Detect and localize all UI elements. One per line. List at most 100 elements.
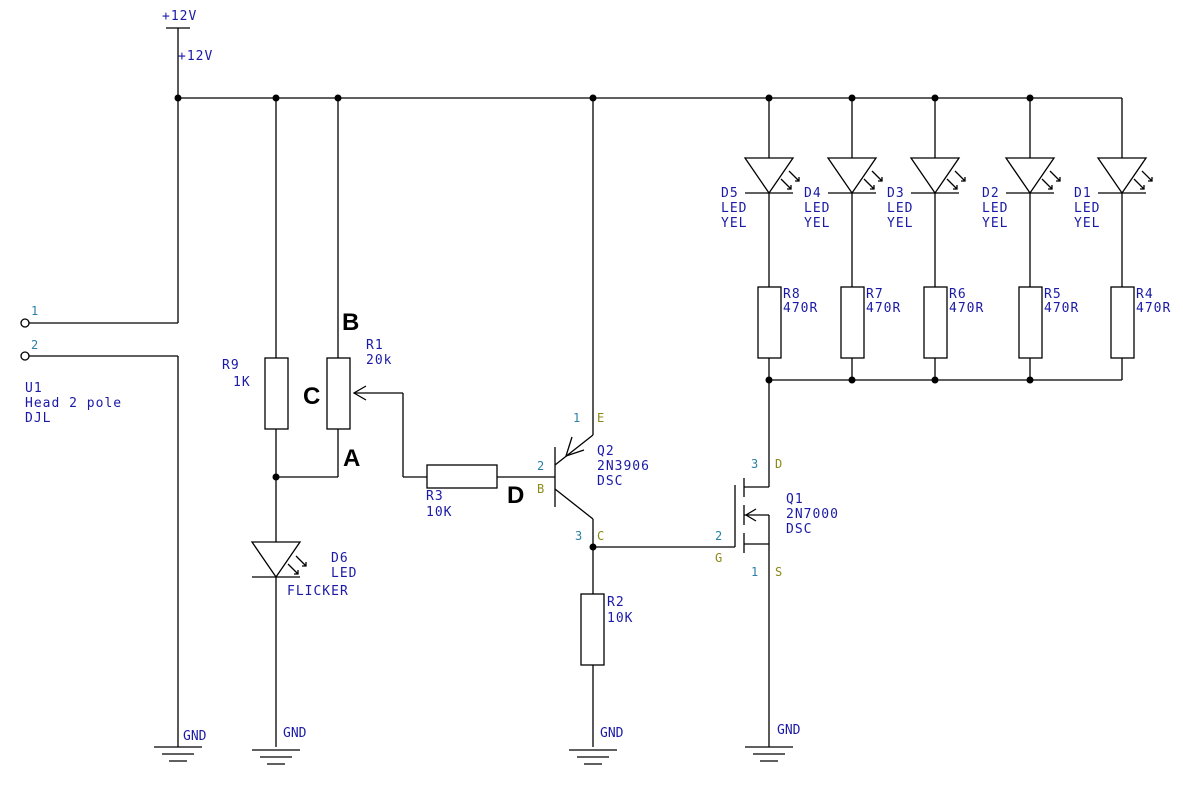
led-ref: D3	[887, 186, 905, 201]
resistor-ref: R5	[1044, 287, 1062, 302]
led-color: YEL	[804, 216, 830, 231]
resistor-value: 470R	[1136, 301, 1171, 316]
led-ref: D5	[721, 186, 739, 201]
led-color: YEL	[721, 216, 747, 231]
led-type: LED	[1074, 201, 1100, 216]
r1-ref: R1	[366, 338, 384, 353]
r2-value: 10K	[607, 611, 633, 626]
led-type: LED	[887, 201, 913, 216]
q1-pin-s: 1	[751, 565, 758, 579]
marker-a: A	[343, 445, 360, 472]
led-symbol-d5	[743, 157, 795, 195]
d6-value: FLICKER	[287, 584, 349, 599]
led-color: YEL	[1074, 216, 1100, 231]
resistor-value: 470R	[1044, 301, 1079, 316]
supply-symbol	[166, 27, 190, 98]
marker-c: C	[303, 383, 320, 410]
q2-transistor-symbol	[554, 98, 594, 547]
led-symbol-d1	[1096, 157, 1148, 195]
connector-line1: Head 2 pole	[25, 396, 122, 411]
d6-type: LED	[331, 566, 357, 581]
resistor-r4	[1110, 286, 1135, 359]
q2-label-b: B	[537, 482, 544, 496]
r1-value: 20k	[366, 353, 392, 368]
gnd-label: GND	[183, 729, 207, 744]
resistor-r6	[923, 286, 948, 359]
led-color: YEL	[887, 216, 913, 231]
connector-pin1: 1	[31, 304, 38, 318]
r9-value: 1K	[233, 375, 251, 390]
q1-label-d: D	[775, 457, 782, 471]
led-ref: D1	[1074, 186, 1092, 201]
r1-wiper-arrow	[352, 385, 404, 477]
ground-symbol: GND	[252, 726, 307, 765]
ground-symbol: GND	[569, 726, 624, 765]
d6-led-symbol	[250, 541, 307, 747]
led-symbol-d4	[826, 157, 878, 195]
gnd-label: GND	[777, 723, 801, 738]
q2-pin-e: 1	[573, 411, 580, 425]
led-ref: D2	[982, 186, 1000, 201]
r9-ref: R9	[222, 358, 240, 373]
led-symbol-d2	[1004, 157, 1056, 195]
resistor-value: 470R	[866, 301, 901, 316]
r2-ref: R2	[607, 595, 625, 610]
ground-symbol: GND	[745, 723, 801, 762]
led-strings: D5LEDYELR8470RD4LEDYELR7470RD3LEDYELR647…	[721, 98, 1171, 380]
marker-d: D	[507, 482, 524, 509]
resistor-r8	[757, 286, 782, 359]
connector-line2: DJL	[25, 411, 51, 426]
led-type: LED	[804, 201, 830, 216]
connector-u1	[20, 318, 178, 361]
q2-pkg: DSC	[597, 474, 623, 489]
q1-pin-g: 2	[715, 529, 722, 543]
led-type: LED	[982, 201, 1008, 216]
led-symbol-d3	[909, 157, 961, 195]
q2-pin-b: 2	[537, 459, 544, 473]
resistor-ref: R7	[866, 287, 884, 302]
resistor-ref: R4	[1136, 287, 1154, 302]
supply-label-node: +12V	[178, 49, 213, 64]
gnd-label: GND	[600, 726, 624, 741]
resistor-r7	[840, 286, 865, 359]
r1-potentiometer	[326, 357, 351, 430]
rail-junctions	[174, 94, 1034, 102]
resistor-r5	[1018, 286, 1043, 359]
q1-pkg: DSC	[786, 522, 812, 537]
marker-b: B	[342, 309, 359, 336]
r9-resistor	[264, 357, 289, 430]
resistor-ref: R6	[949, 287, 967, 302]
q1-mosfet-symbol	[734, 380, 770, 747]
connector-pin2: 2	[31, 338, 38, 352]
resistor-value: 470R	[783, 301, 818, 316]
supply-label-top: +12V	[162, 9, 197, 24]
q2-label-e: E	[597, 411, 604, 425]
led-ref: D4	[804, 186, 822, 201]
q1-part: 2N7000	[786, 507, 839, 522]
ground-symbols: GND GND GND GND	[154, 723, 801, 765]
q1-label-s: S	[775, 565, 782, 579]
led-type: LED	[721, 201, 747, 216]
q2-part: 2N3906	[597, 459, 650, 474]
r2-resistor	[580, 593, 605, 666]
connector-ref: U1	[25, 381, 43, 396]
d6-ref: D6	[331, 551, 349, 566]
gnd-label: GND	[283, 726, 307, 741]
r3-ref: R3	[426, 489, 444, 504]
resistor-ref: R8	[783, 287, 801, 302]
q1-pin-d: 3	[751, 457, 758, 471]
q2-ref: Q2	[597, 444, 615, 459]
resistor-value: 470R	[949, 301, 984, 316]
q2-label-c: C	[597, 529, 604, 543]
q1-label-g: G	[715, 551, 722, 565]
r3-value: 10K	[426, 505, 452, 520]
q2-pin-c: 3	[575, 529, 582, 543]
led-color: YEL	[982, 216, 1008, 231]
ground-symbol: GND	[154, 729, 207, 762]
